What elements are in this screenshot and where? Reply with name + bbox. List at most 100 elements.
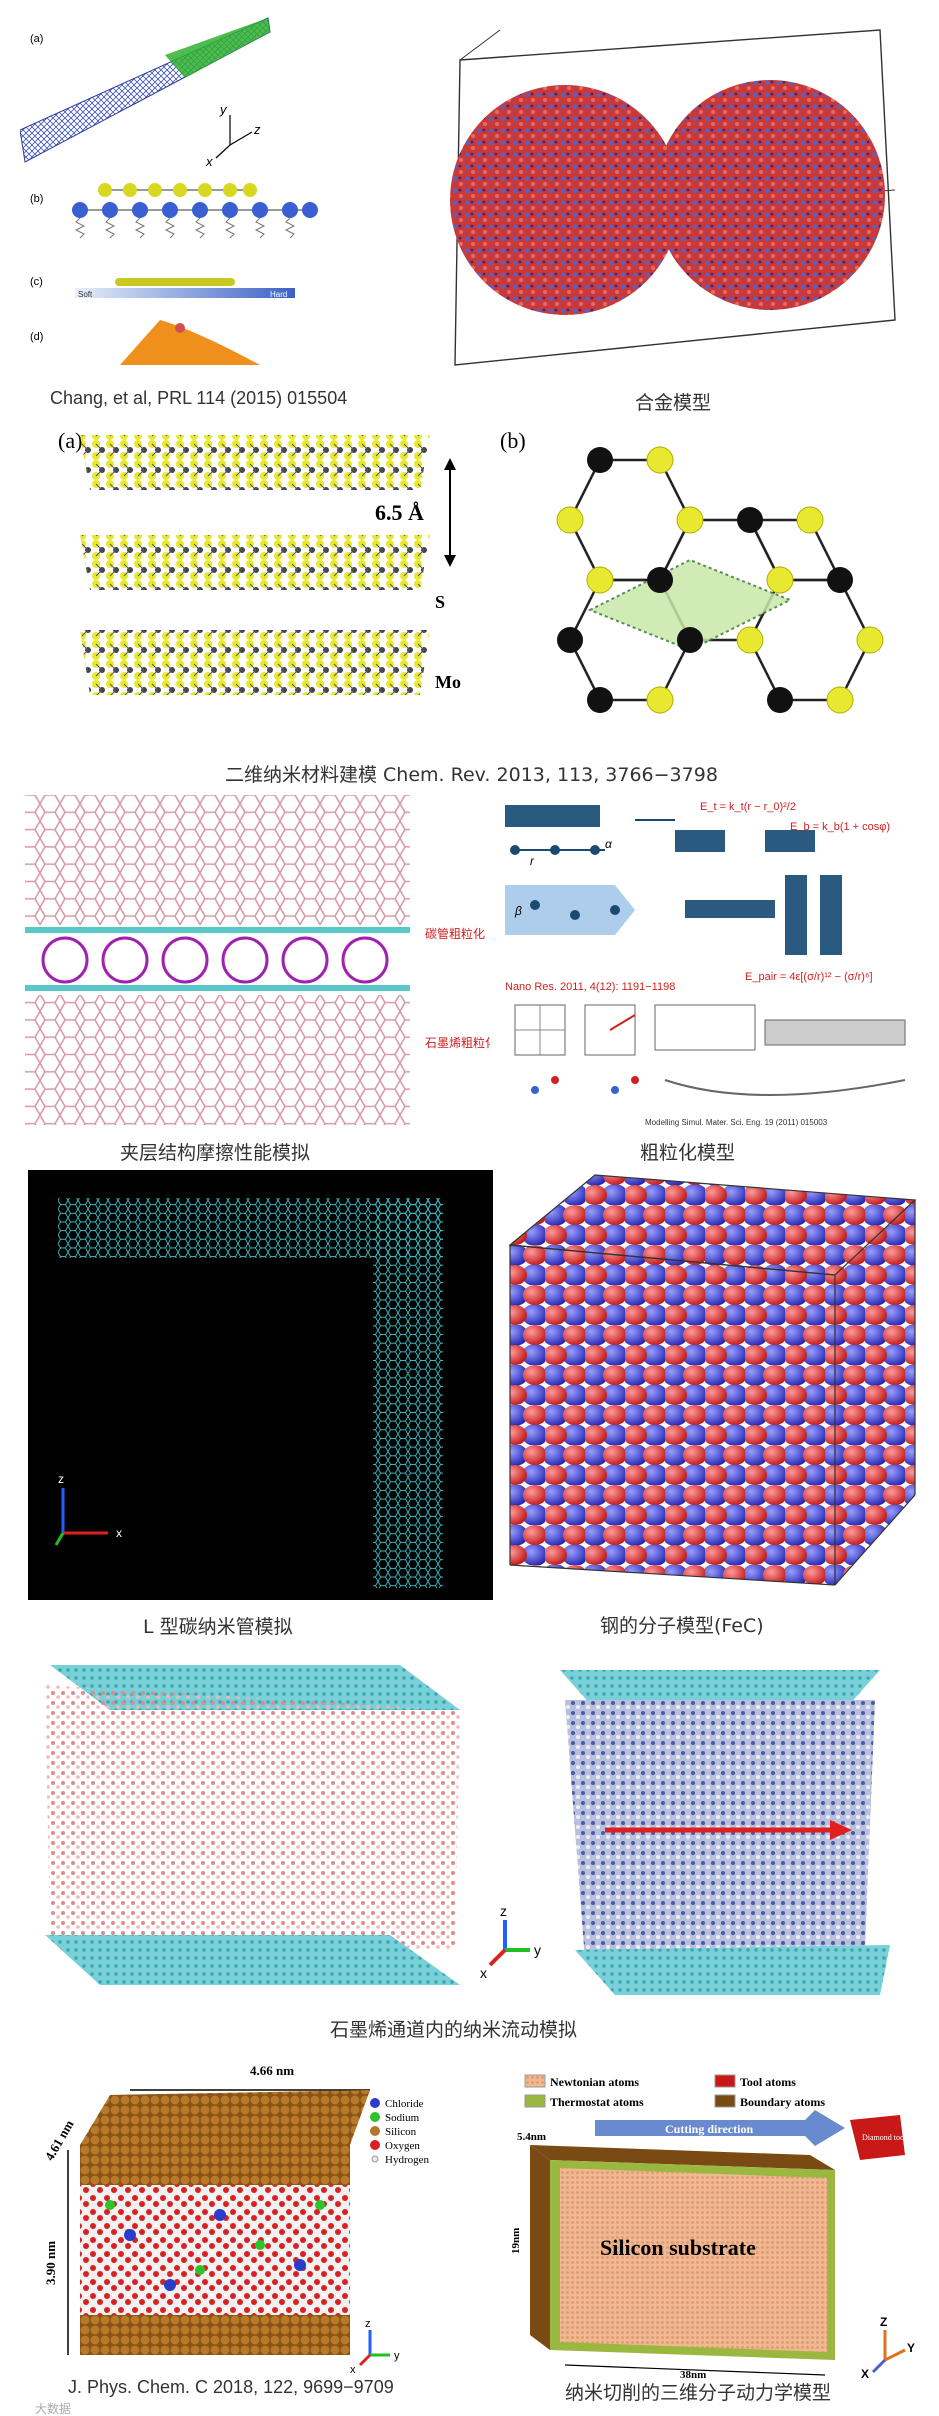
axis-x-label: X (861, 2367, 869, 2380)
cutting-direction-label: Cutting direction (665, 2122, 753, 2136)
newtonian-region (560, 2168, 827, 2352)
dim-depth-label: 5.4nm (517, 2131, 546, 2143)
legend-oxygen: Oxygen (385, 2140, 420, 2152)
spacing-label: 6.5 Å (375, 500, 424, 525)
substrate-left-edge (530, 2145, 550, 2350)
cutting-legend: Newtonian atoms Thermostat atoms Tool at… (524, 2074, 825, 2109)
dim-left-label: 4.61 nm (42, 2117, 77, 2163)
caption-nanoflow: 石墨烯通道内的纳米流动模拟 (330, 2019, 578, 2041)
ramp-ball (175, 323, 185, 333)
substrate-label: Silicon substrate (600, 2235, 756, 2260)
panel-silica-salt: 4.66 nm 4.61 nm 3.90 nm Chloride Sodium … (20, 2055, 490, 2416)
blue-atom-chain (72, 202, 318, 218)
equation-pair: E_pair = 4ε[(σ/r)¹² − (σ/r)⁶] (745, 971, 873, 983)
panel-graphene-friction: y z x (a) (b) (c) Sof (20, 10, 430, 408)
axis-x-label: x (350, 2364, 356, 2375)
graphene-top (25, 795, 410, 925)
sub-label-c: (c) (30, 276, 43, 288)
fec-figure (508, 1174, 917, 1586)
sub-label-d: (d) (30, 331, 43, 343)
fullerene-row (41, 936, 389, 984)
yellow-atom-chain (98, 183, 257, 197)
label-graphene-cg: 石墨烯粗粒化 (425, 1035, 490, 1050)
axis-z-label: z (58, 1472, 64, 1486)
left-bottom-graphene (45, 1935, 460, 1985)
reference-nano-res: Nano Res. 2011, 4(12): 1191−1198 (505, 981, 675, 993)
nacl-solution (80, 2185, 350, 2315)
coarse-graining-figure: r α β E_t = k_t(r − r_0)²/2 E_b = k_b(1 … (505, 801, 906, 1127)
caption-sandwich: 夹层结构摩擦性能模拟 (120, 1142, 311, 1164)
simulation-box (454, 29, 896, 366)
equation-stretch: E_t = k_t(r − r_0)²/2 (700, 801, 796, 813)
slider-patch (165, 18, 270, 78)
nanoflow-figure: z y x (45, 1665, 890, 1995)
ions (105, 2200, 325, 2291)
alloy-sphere-left (450, 85, 680, 315)
label-a: (a) (58, 428, 82, 453)
watermark: 大数据 (35, 2402, 72, 2416)
right-bottom-graphene (575, 1945, 890, 1995)
axis-y-label: y (394, 2350, 400, 2362)
graphene-friction-figure: y z x (a) (b) (c) Sof (20, 17, 318, 365)
legend-chloride: Chloride (385, 2098, 424, 2110)
sub-label-a: (a) (30, 33, 43, 45)
mos2-layer-1 (80, 435, 430, 490)
caption-coarse-graining: 粗粒化模型 (640, 1142, 736, 1164)
cg-tube-2 (675, 830, 725, 852)
equation-bend: E_b = k_b(1 + cosφ) (790, 821, 890, 833)
panel-2d-materials: (a) 6.5 Å S Mo (b) 二维纳米材料 (50, 420, 910, 786)
sandwich-figure: 碳管粗粒化 石墨烯粗粒化 (25, 795, 490, 1125)
atom-mo-label: Mo (435, 672, 461, 692)
tool-label: Diamond tool (862, 2133, 907, 2142)
legend-thermostat: Thermostat atoms (550, 2095, 644, 2109)
nanocutting-figure: Newtonian atoms Thermostat atoms Tool at… (510, 2074, 915, 2380)
axis-x-label: x (116, 1526, 122, 1540)
sub-label-b: (b) (30, 193, 43, 205)
mos2-figure: (a) 6.5 Å S Mo (b) (58, 428, 884, 714)
legend-newtonian: Newtonian atoms (550, 2075, 639, 2089)
panel-nanocutting: Newtonian atoms Thermostat atoms Tool at… (505, 2060, 920, 2415)
legend-sodium: Sodium (385, 2112, 420, 2124)
panel-fec: 钢的分子模型(FeC) (505, 1165, 920, 1640)
species-legend: Chloride Sodium Silicon Oxygen Hydrogen (370, 2098, 429, 2166)
cg-line-bottom (25, 985, 410, 991)
axis-z-label: z (500, 1903, 507, 1919)
cg-tube-6 (820, 875, 842, 955)
dim-length-label: 38nm (680, 2369, 706, 2380)
cg-tube-3 (765, 830, 815, 852)
label-b: (b) (500, 428, 526, 453)
water-molecules (45, 1685, 460, 1950)
label-tube-cg: 碳管粗粒化 (425, 926, 485, 941)
alloy-sphere-right (655, 80, 885, 310)
fec-lattice (510, 1175, 915, 1585)
silicon-top-face (80, 2090, 370, 2145)
silica-salt-figure: 4.66 nm 4.61 nm 3.90 nm Chloride Sodium … (42, 2063, 430, 2375)
panel-coarse-graining: r α β E_t = k_t(r − r_0)²/2 E_b = k_b(1 … (495, 790, 915, 1175)
panel-alloy: 合金模型 (440, 20, 910, 420)
l-cnt-figure: z x (28, 1170, 493, 1600)
cutting-direction-arrow (595, 2110, 845, 2146)
diamond-tool (850, 2115, 905, 2160)
cg-mesh (654, 1004, 756, 1051)
cg-tube-1 (505, 805, 600, 827)
symbol-beta: β (514, 904, 522, 918)
caption-chang: Chang, et al, PRL 114 (2015) 015504 (50, 388, 348, 408)
axis-z-label: z (365, 2318, 371, 2330)
axis-x-label: x (480, 1965, 487, 1981)
dim-height-label: 19nm (510, 2228, 522, 2254)
legend-hydrogen: Hydrogen (385, 2154, 429, 2166)
cg-beam (764, 1019, 906, 1046)
cg-tube-5 (785, 875, 807, 955)
hard-label: Hard (270, 290, 287, 299)
mos2-layer-2 (80, 535, 430, 590)
caption-l-cnt: L 型碳纳米管模拟 (143, 1616, 293, 1638)
dim-top-label: 4.66 nm (250, 2063, 294, 2078)
legend-boundary: Boundary atoms (740, 2095, 825, 2109)
silicon-bottom-slab (80, 2315, 350, 2355)
soft-label: Soft (78, 290, 93, 299)
caption-2d-materials: 二维纳米材料建模 Chem. Rev. 2013, 113, 3766−3798 (225, 764, 718, 786)
legend-tool: Tool atoms (740, 2075, 796, 2089)
panel-l-cnt: z x L 型碳纳米管模拟 (28, 1170, 493, 1640)
caption-nanocutting: 纳米切削的三维分子动力学模型 (565, 2382, 832, 2404)
caption-fec: 钢的分子模型(FeC) (600, 1615, 764, 1637)
